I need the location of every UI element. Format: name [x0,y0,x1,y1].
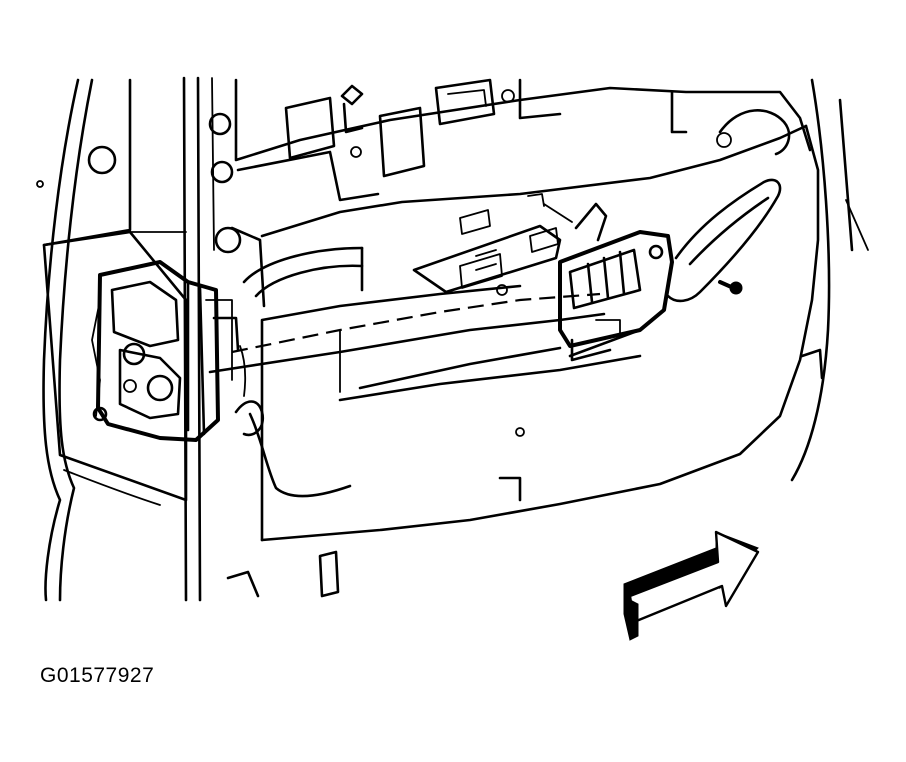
lower-panel-details [226,348,824,598]
figure-id-label: G01577927 [40,664,155,687]
latch-cable [208,292,606,498]
forward-arrow-icon [623,530,760,641]
inner-door-panel [230,78,869,542]
upper-panel-cutouts [284,78,688,178]
latch-mounting-plate [42,230,188,502]
body-pillar [36,78,161,602]
door-latch-assembly [91,260,240,442]
inside-handle-assembly [527,193,674,362]
door-edge [182,76,242,602]
handle-bracket-plate [412,209,562,296]
trim-recess [242,246,364,298]
armrest-curve [666,178,782,303]
